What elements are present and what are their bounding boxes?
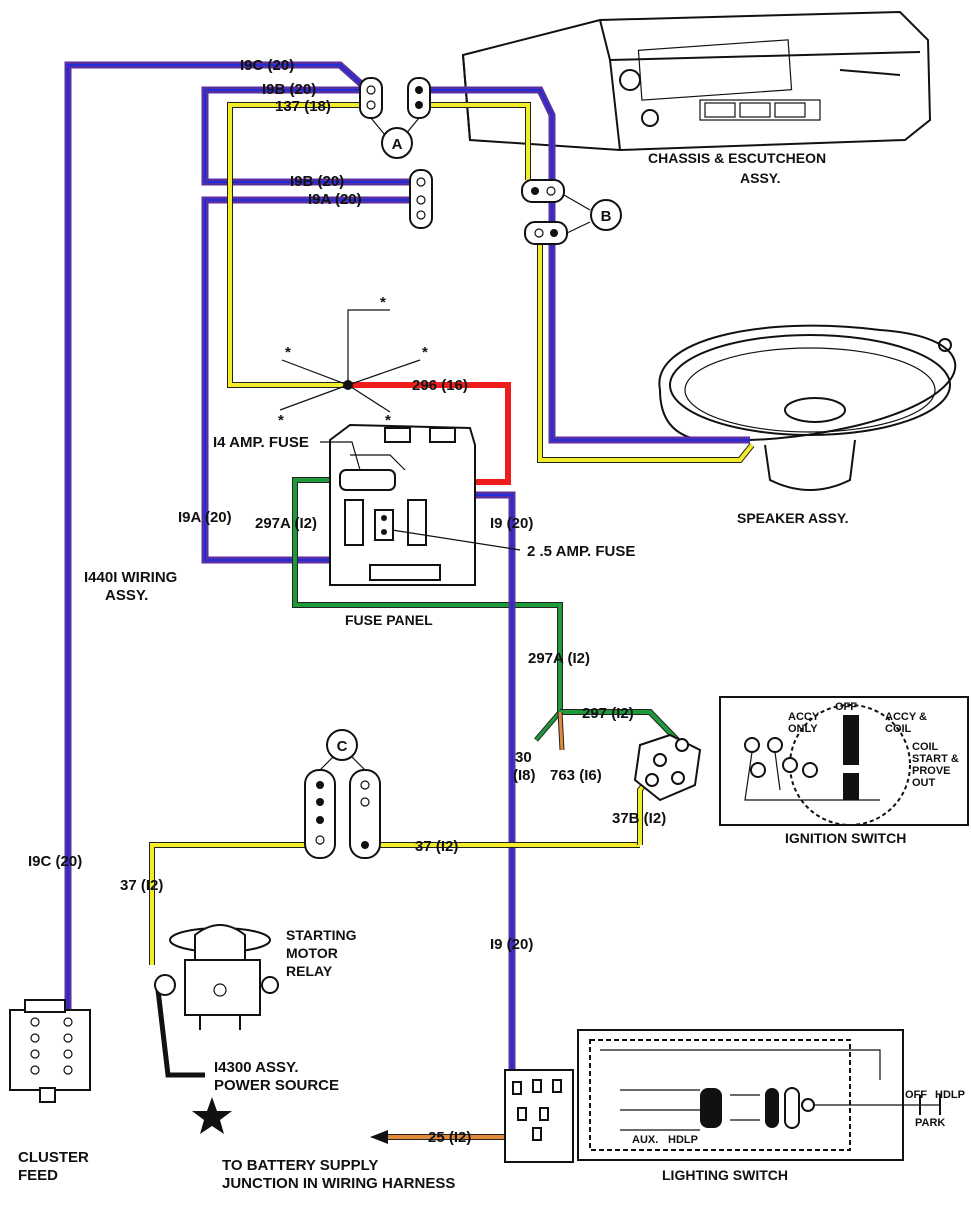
label-19b-mid: I9B (20) (290, 173, 344, 190)
splice-mark-2: * (285, 344, 291, 361)
label-relay-3: RELAY (286, 963, 333, 979)
lighting-switch-connector (504, 1069, 574, 1163)
wire-37 (149, 842, 640, 965)
connector-a-right (407, 77, 431, 119)
fuse-panel (329, 423, 476, 586)
label-37-left: 37 (I2) (120, 877, 163, 894)
ls-park: PARK (915, 1117, 945, 1129)
connector-a-left (359, 77, 383, 119)
ign-accy-coil-1: ACCY & (885, 711, 927, 723)
label-wiring-2: ASSY. (105, 587, 148, 604)
wire-label-group: I9C (20) I9B (20) 137 (18) I9B (20) I9A … (28, 57, 666, 1146)
label-speaker: SPEAKER ASSY. (737, 510, 849, 526)
ls-aux: AUX. (632, 1134, 658, 1146)
label-763: 763 (I6) (550, 767, 602, 784)
label-fuse-panel: FUSE PANEL (345, 612, 433, 628)
label-297a-low: 297A (I2) (528, 650, 590, 667)
wire-speaker-purple (425, 86, 750, 444)
label-19c-top: I9C (20) (240, 57, 294, 74)
ign-accy-coil-2: COIL (885, 723, 912, 735)
label-lighting-switch: LIGHTING SWITCH (662, 1167, 788, 1183)
label-wiring-1: I440I WIRING (84, 569, 177, 586)
wire-137 (227, 102, 368, 388)
splice-junction: * * * * * (278, 294, 428, 429)
label-19a-top: I9A (20) (308, 191, 362, 208)
callout-b-letter: B (601, 208, 612, 225)
label-19-mid: I9 (20) (490, 515, 533, 532)
label-relay-1: STARTING (286, 927, 357, 943)
ignition-switch: OFF ACCY ONLY ACCY & COIL COIL START & P… (719, 696, 969, 826)
wire-19b (201, 86, 420, 186)
label-power-2: POWER SOURCE (214, 1077, 339, 1094)
label-battery-1: TO BATTERY SUPPLY (222, 1157, 378, 1174)
label-19c-left: I9C (20) (28, 853, 82, 870)
splice-mark-4: * (278, 412, 284, 429)
label-chassis-1: CHASSIS & ESCUTCHEON (648, 150, 826, 166)
label-chassis-2: ASSY. (740, 170, 780, 186)
splice-mark-5: * (385, 412, 391, 429)
ls-off: OFF (905, 1089, 927, 1101)
wire-30 (534, 710, 562, 742)
label-137: 137 (18) (275, 98, 331, 115)
label-296: 296 (16) (412, 377, 468, 394)
label-25: 25 (I2) (428, 1129, 471, 1146)
label-fuse-14: I4 AMP. FUSE (213, 434, 309, 451)
callout-a: A (381, 127, 413, 159)
connector-c-right (349, 769, 381, 859)
ls-hdlp-b: HDLP (668, 1134, 698, 1146)
ls-hdlp: HDLP (935, 1089, 965, 1101)
label-297a-panel: 297A (I2) (255, 515, 317, 532)
label-19b-top: I9B (20) (262, 81, 316, 98)
ign-coil-4: OUT (912, 777, 936, 789)
label-ignition-switch: IGNITION SWITCH (785, 830, 906, 846)
label-30-b: (I8) (513, 767, 536, 784)
callout-c-letter: C (337, 738, 348, 755)
label-power-1: I4300 ASSY. (214, 1059, 299, 1076)
connector-c-left (304, 769, 336, 859)
ignition-plug (633, 733, 702, 802)
connector-b-bottom (524, 221, 568, 245)
label-297: 297 (I2) (582, 705, 634, 722)
label-relay-2: MOTOR (286, 945, 338, 961)
connector-19-block (409, 169, 433, 229)
wire-power-source (155, 989, 205, 1078)
ign-accy-1: ACCY (788, 711, 820, 723)
connector-b-top (521, 179, 565, 203)
label-battery-2: JUNCTION IN WIRING HARNESS (222, 1175, 455, 1192)
label-cluster-2: FEED (18, 1167, 58, 1184)
component-label-group: CHASSIS & ESCUTCHEON ASSY. SPEAKER ASSY.… (18, 150, 906, 1192)
callout-b: B (590, 199, 622, 231)
ign-off: OFF (835, 701, 857, 713)
ign-coil-3: PROVE (912, 765, 951, 777)
wire-speaker-yellow (425, 102, 755, 463)
callout-a-letter: A (392, 136, 403, 153)
splice-mark-1: * (380, 294, 386, 311)
label-cluster-1: CLUSTER (18, 1149, 89, 1166)
wire-19c (64, 61, 371, 1015)
speaker (658, 324, 957, 491)
label-19a-left: I9A (20) (178, 509, 232, 526)
label-37b: 37B (I2) (612, 810, 666, 827)
callout-c: C (326, 729, 358, 761)
ign-coil-1: COIL (912, 741, 939, 753)
ign-coil-2: START & (912, 753, 959, 765)
splice-mark-3: * (422, 344, 428, 361)
label-19-low: I9 (20) (490, 936, 533, 953)
ign-accy-2: ONLY (788, 723, 818, 735)
lighting-switch: OFF HDLP PARK AUX. HDLP (577, 1029, 965, 1161)
radio-chassis (461, 10, 932, 152)
wire-297 (560, 709, 685, 748)
wire-297a (292, 477, 563, 712)
label-30-a: 30 (515, 749, 532, 766)
wire-763 (557, 711, 565, 751)
power-source-star (192, 1097, 232, 1134)
label-37-mid: 37 (I2) (415, 838, 458, 855)
starting-motor-relay (154, 924, 279, 1030)
label-fuse-25: 2 .5 AMP. FUSE (527, 543, 635, 560)
cluster-feed-connector (9, 999, 91, 1103)
wire-25 (370, 1130, 522, 1144)
